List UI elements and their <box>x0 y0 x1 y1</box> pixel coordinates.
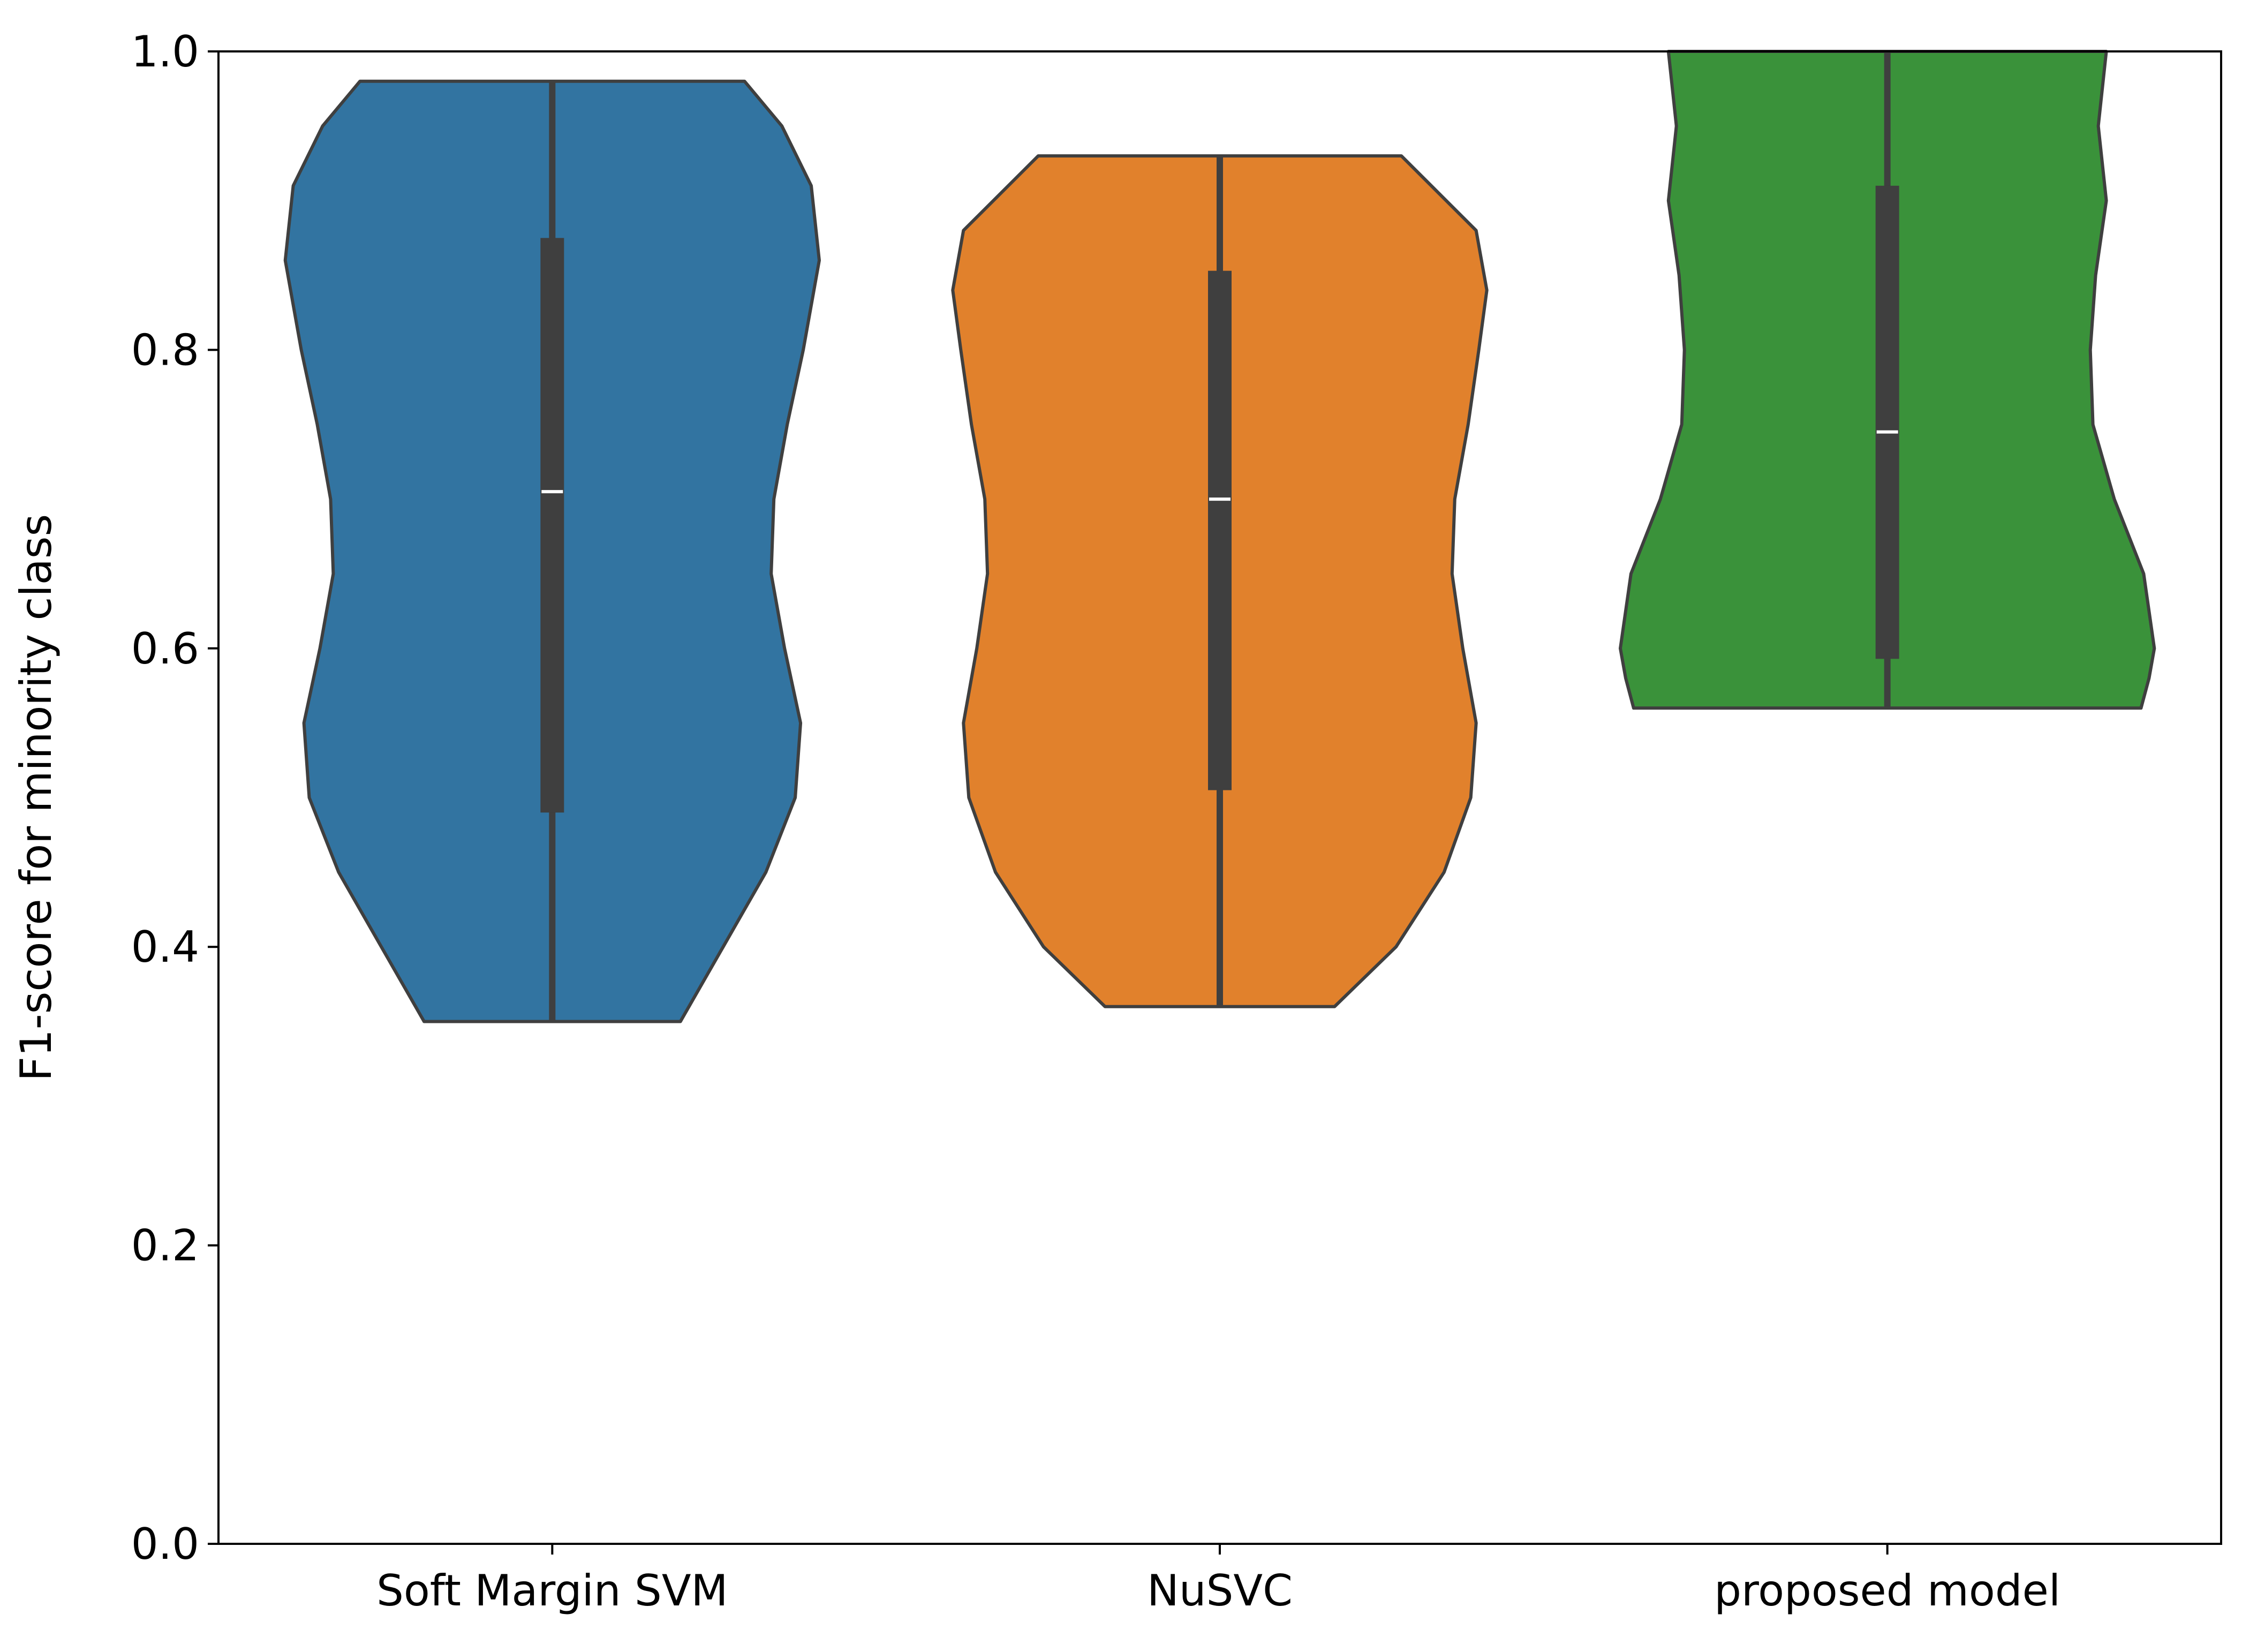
y-tick-label: 0.6 <box>131 624 199 674</box>
y-tick-label: 0.4 <box>131 922 199 972</box>
iqr-box <box>1875 185 1899 659</box>
y-tick-label: 0.2 <box>131 1221 199 1271</box>
x-tick-label: proposed model <box>1714 1566 2060 1616</box>
y-tick-label: 0.0 <box>131 1519 199 1569</box>
y-axis-label: F1-score for minority class <box>11 514 61 1081</box>
x-tick-label: NuSVC <box>1147 1566 1293 1616</box>
iqr-box <box>540 238 564 813</box>
inner-boxes-layer <box>540 51 1899 1022</box>
y-tick-label: 0.8 <box>131 325 199 375</box>
y-tick-label: 1.0 <box>131 27 199 77</box>
x-axis: Soft Margin SVM NuSVC proposed model <box>376 1544 2060 1616</box>
y-axis: 0.0 0.2 0.4 0.6 0.8 1.0 <box>131 27 218 1569</box>
x-tick-label: Soft Margin SVM <box>376 1566 728 1616</box>
iqr-box <box>1208 270 1232 790</box>
